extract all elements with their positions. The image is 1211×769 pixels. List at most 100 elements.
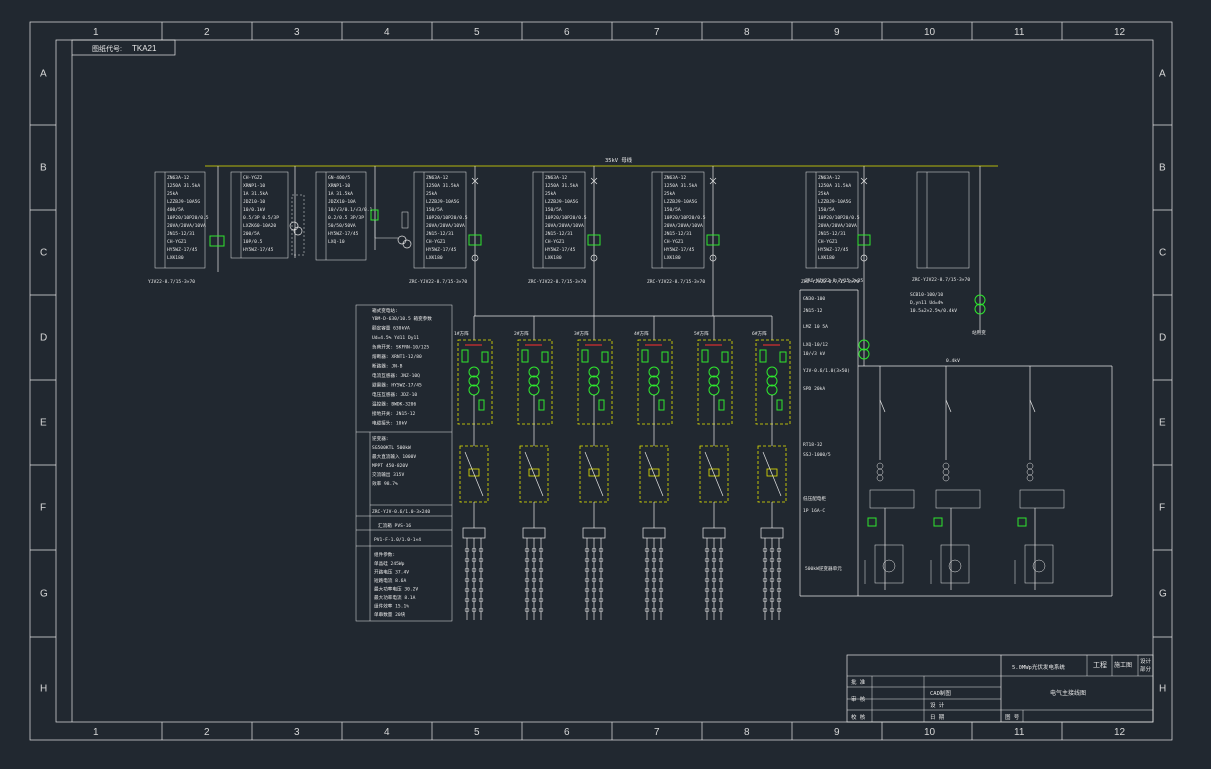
lv-spec-line: 10/√3 kV — [803, 351, 825, 357]
drawing-no-label: 图 号 — [1005, 713, 1020, 721]
grid-row-label-left: A — [40, 69, 47, 80]
grid-col-label-bottom: 8 — [744, 727, 750, 738]
box-xfmr-spec: 断路器: JN-B — [372, 363, 403, 370]
box-xfmr-spec: Ud=4.5% Yd11 Dy11 — [372, 335, 419, 341]
feeder-spec-line: 150/5A — [664, 207, 681, 213]
incoming-spec-line: LZZBJ9-10A5G — [167, 199, 200, 205]
feeder-spec-line: LZZBJ9-10A5G — [818, 199, 851, 205]
station-xfmr-vector: D,yn11 Ud=4% — [910, 300, 943, 306]
feeder-spec-line: 20VA/20VA/10VA — [426, 223, 465, 229]
pv-branch: 6#方阵 — [752, 316, 791, 620]
grid-row-label-right: H — [1159, 684, 1166, 695]
grid-row-label-right: D — [1159, 333, 1166, 344]
grid-col-label-top: 8 — [744, 27, 750, 38]
lv-spec-line: RT18-32 — [803, 442, 823, 448]
lv-branch — [864, 366, 915, 590]
title-block: 5.0MWp光伏发电系统 工程 施工图 设计 部分 电气主接线图 图 号 批 准… — [846, 654, 1154, 723]
feeder-spec-line: LXK180 — [426, 255, 443, 261]
lv-spec-line: LXQ-10/12 — [803, 342, 828, 348]
project-name: 5.0MWp光伏发电系统 — [1012, 663, 1065, 671]
pt-spec-line: LXZK60-10A20 — [243, 223, 276, 229]
branch-label: 3#方阵 — [574, 330, 589, 337]
pv-branch: 2#方阵 — [514, 316, 553, 620]
design-label: 设计 — [1140, 657, 1152, 665]
pt-spec-line: 0.5/3P 0.5/3P — [243, 215, 279, 221]
feeder-spec-line: LZZBJ9-10A5G — [664, 199, 697, 205]
branch-label: 1#方阵 — [454, 330, 469, 337]
grid-col-label-bottom: 11 — [1014, 727, 1025, 738]
feeder-spec-line: 25kA — [426, 191, 437, 197]
feeder-spec-line: JN15-12/31 — [545, 231, 573, 237]
inverter-unit-note: 500kW逆变器单元 — [805, 565, 842, 572]
feeder-spec-line: LZZBJ9-10A5G — [426, 199, 459, 205]
pt-spec-line: CH-YGZ2 — [243, 175, 263, 181]
designer-label: 设 计 — [930, 701, 945, 709]
incoming-spec-line: ZN63A-12 — [167, 175, 189, 181]
part-label: 部分 — [1140, 665, 1152, 673]
feeder-spec-line: 20VA/20VA/10VA — [545, 223, 584, 229]
branch-label: 5#方阵 — [694, 330, 709, 337]
grid-row-label-right: G — [1159, 589, 1167, 600]
incoming-spec-line: 1250A 31.5kA — [167, 183, 200, 189]
box-xfmr-spec: 额定容量 630kVA — [372, 325, 410, 332]
grid-col-label-top: 6 — [564, 27, 570, 38]
lv-spec-line: GN30-100 — [803, 296, 825, 302]
grid-col-label-bottom: 3 — [294, 727, 300, 738]
box-xfmr-spec: 负荷开关: SKFRN-10/125 — [372, 344, 429, 351]
box-xfmr-spec: 电流互感器: JNZ-10Q — [372, 372, 420, 379]
feeder-spec-line: 10P20/10P20/0.5 — [664, 215, 706, 221]
pt-spec-line: 10P/0.5 — [243, 239, 263, 245]
meter-spec-line: 1A 31.5kA — [328, 191, 353, 197]
lv-spec-line: SSJ-1000/5 — [803, 452, 831, 458]
grid-row-label-left: B — [40, 163, 47, 174]
grid-col-label-bottom: 12 — [1114, 727, 1126, 738]
meter-spec-line: 10/√3/0.1/√3/0.1 — [328, 207, 372, 213]
feeder-spec-line: HY5WZ-17/45 — [545, 247, 576, 253]
feeder-spec-line: 1250A 31.5kA — [545, 183, 578, 189]
lv-bus-label: 0.4kV — [946, 358, 960, 364]
grid-row-label-left: G — [40, 589, 48, 600]
pt-spec-line: 1A 31.5kA — [243, 191, 268, 197]
cad-label: CAD制图 — [930, 689, 951, 697]
meter-spec-line: JDZX10-10A — [328, 199, 356, 205]
pv-branch: 3#方阵 — [574, 316, 613, 620]
sub-cable: ZRC-YJV22-8.7/15-3×35 — [805, 278, 863, 284]
approve-label: 批 准 — [851, 678, 866, 686]
feeder-spec-line: JN15-12/31 — [426, 231, 454, 237]
station-xfmr-cable: ZRC-YJV22-8.7/15-3×70 — [912, 277, 970, 283]
drawing-frame — [29, 21, 1173, 741]
date-label: 日 期 — [930, 714, 945, 721]
branch-label: 6#方阵 — [752, 330, 767, 337]
grid-row-label-right: A — [1159, 69, 1166, 80]
module-spec: 单串数量 20块 — [374, 611, 406, 618]
feeder-spec-line: 1250A 31.5kA — [426, 183, 459, 189]
grid-col-label-top: 1 — [93, 27, 99, 38]
pv-branch: 4#方阵 — [634, 316, 673, 620]
lv-spec-line: YJV-0.6/1.0(3×50) — [803, 368, 850, 374]
project-label: 工程 — [1093, 660, 1107, 669]
stage-label: 施工图 — [1114, 661, 1132, 669]
module-spec: 组件效率 15.1% — [374, 603, 409, 610]
pt-spec-line: JDZ10-10 — [243, 199, 265, 205]
inverter-cable: ZRC-YJV-0.6/1.0-3×240 — [372, 509, 430, 515]
module-header: 组件参数: — [374, 551, 395, 558]
pv-branch: 5#方阵 — [694, 316, 733, 620]
station-xfmr-ratio: 10.5±2×2.5%/0.4kV — [910, 308, 957, 314]
review-label: 审 核 — [851, 695, 866, 703]
feeder-spec-line: 10P20/10P20/0.5 — [426, 215, 468, 221]
grid-col-label-top: 5 — [474, 27, 480, 38]
station-xfmr-model: SCB10-100/10 — [910, 292, 943, 298]
lv-spec-line: SPD 20kA — [803, 386, 825, 392]
feeder-spec-line: 150/5A — [545, 207, 562, 213]
feeder-spec-line: 150/5A — [818, 207, 835, 213]
meter-spec-line: HY5WZ-17/45 — [328, 231, 359, 237]
grid-row-label-right: B — [1159, 163, 1166, 174]
feeder-spec-line: JN15-12/31 — [664, 231, 692, 237]
station-transformer: ZRC-YJV22-8.7/15-3×70 SCB10-100/10 D,yn1… — [910, 166, 986, 336]
pt-spec-line: 10/0.1kV — [243, 207, 265, 213]
grid-col-label-top: 4 — [384, 27, 390, 38]
lv-spec-line: 低压配电柜 — [803, 495, 826, 502]
feeder-spec-line: CH-YGZ1 — [818, 239, 838, 245]
